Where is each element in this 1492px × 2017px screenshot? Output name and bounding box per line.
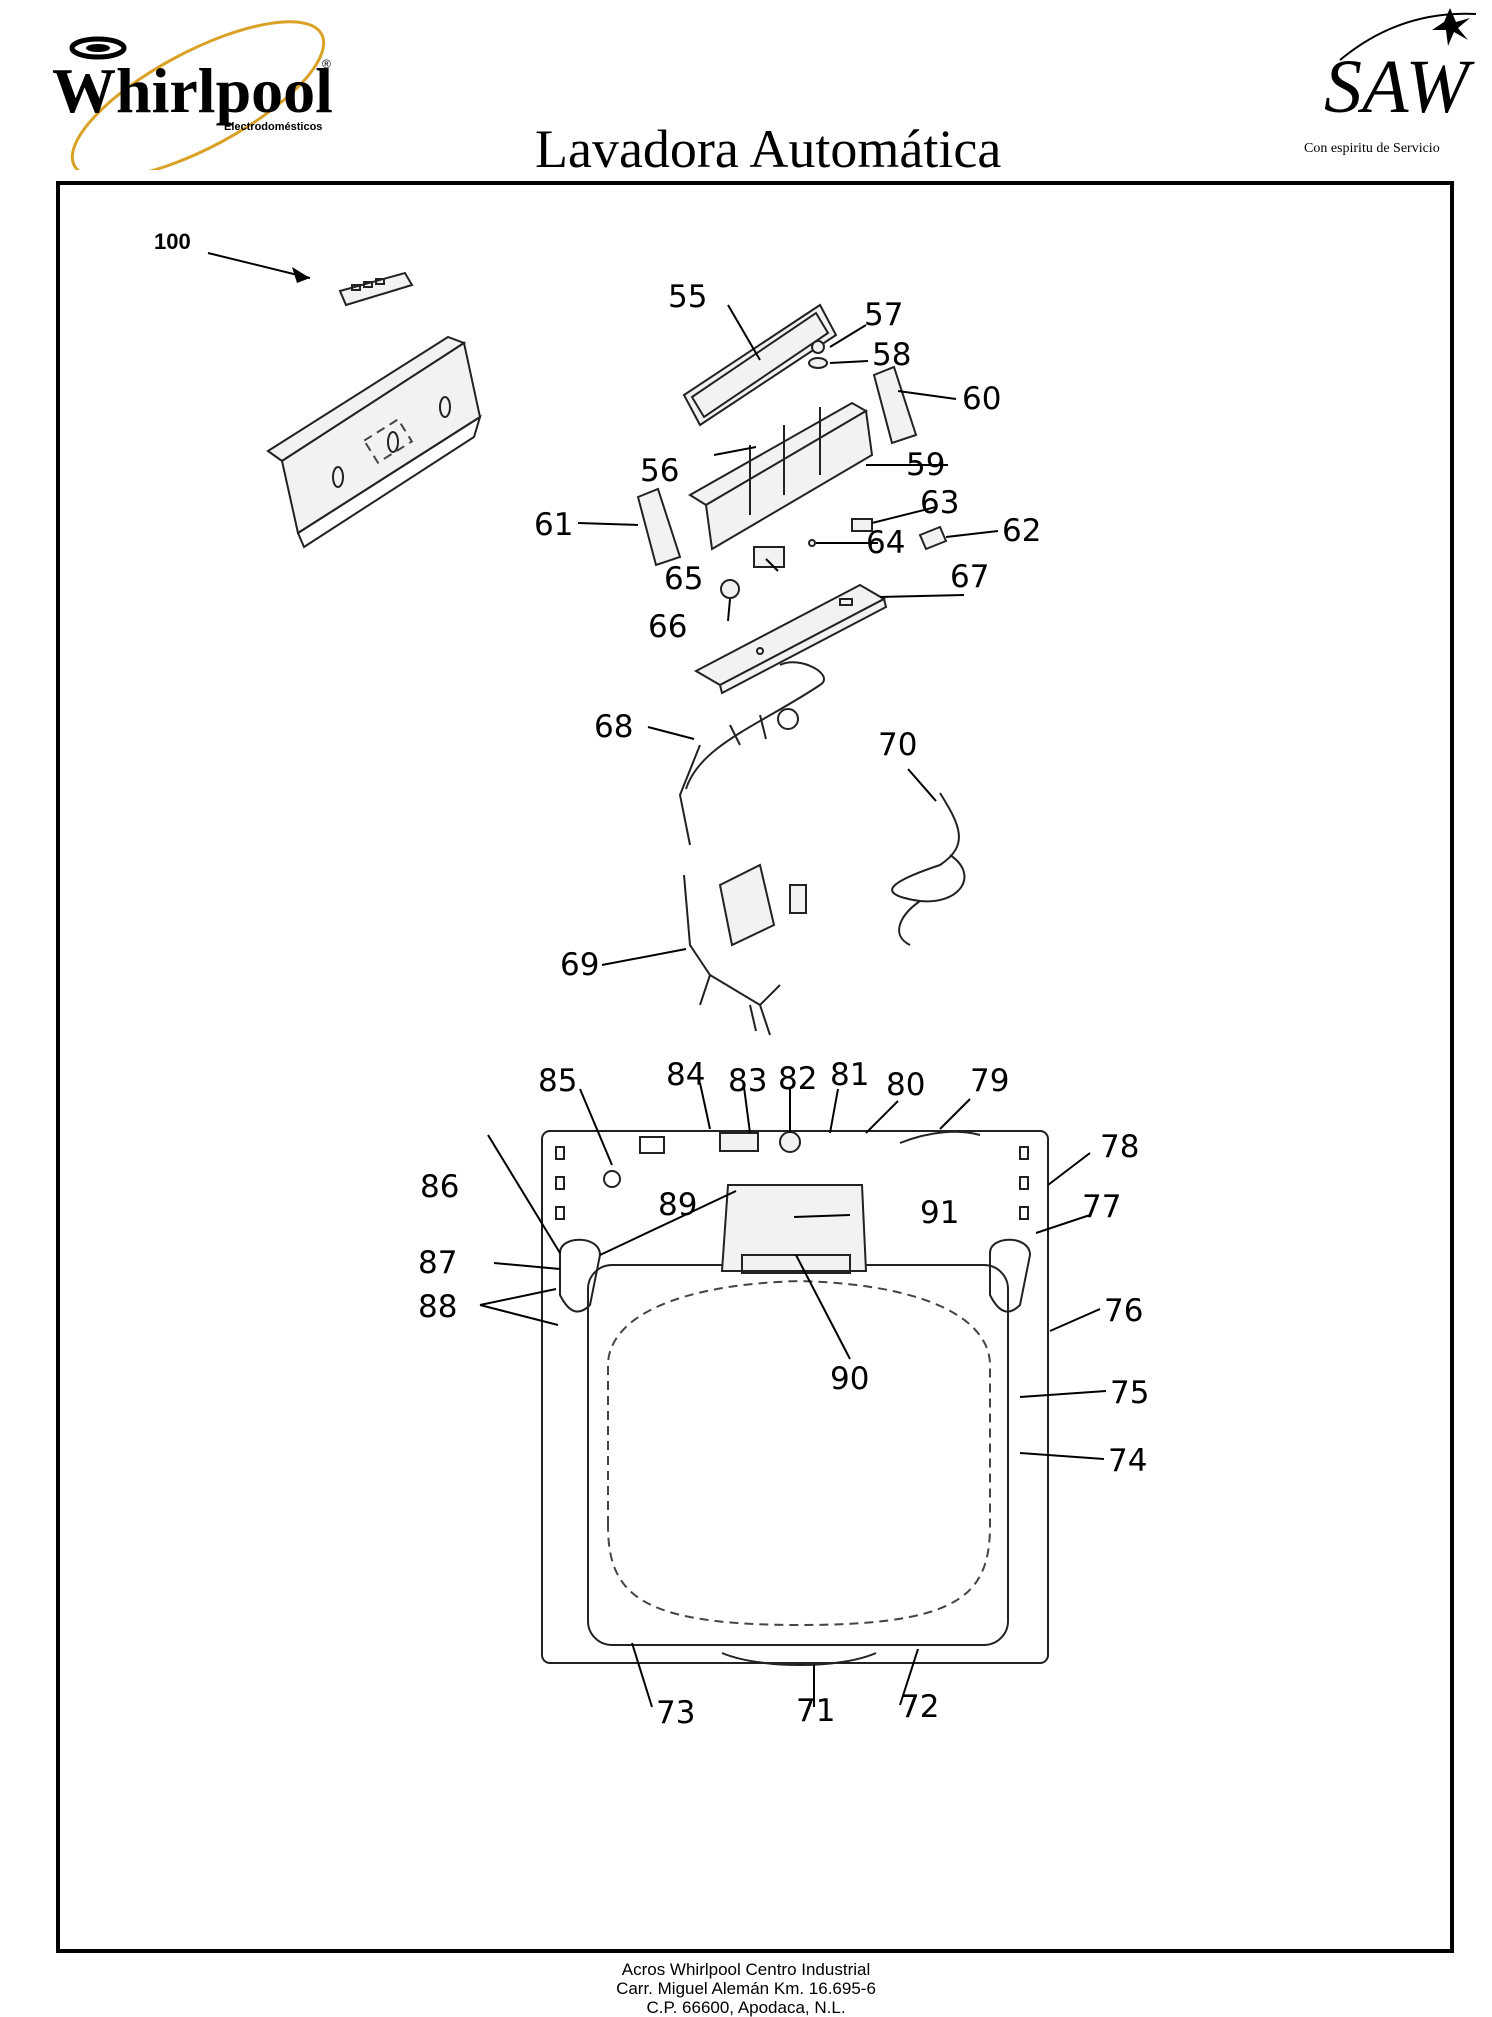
callout-66: 66 — [648, 609, 687, 645]
saw-wordmark: SAW — [1324, 45, 1476, 129]
callout-labels: 100 55 56 57 58 59 60 61 62 63 64 65 66 … — [154, 229, 1149, 1731]
end-cap-right-part — [872, 365, 918, 445]
callout-85: 85 — [538, 1063, 577, 1099]
callout-91: 91 — [920, 1195, 959, 1231]
control-plate-part — [682, 303, 838, 427]
callout-81: 81 — [830, 1057, 869, 1093]
callout-72: 72 — [900, 1689, 939, 1725]
footer-line-3: C.P. 66600, Apodaca, N.L. — [646, 1998, 846, 2017]
callout-82: 82 — [778, 1061, 817, 1097]
backguard-part — [688, 401, 874, 551]
page-title: Lavadora Automática — [535, 119, 1002, 179]
callout-58: 58 — [872, 337, 911, 373]
callout-90: 90 — [830, 1361, 869, 1397]
callout-68: 68 — [594, 709, 633, 745]
whirlpool-subtitle: Electrodomésticos — [224, 121, 322, 133]
callout-67: 67 — [950, 559, 989, 595]
callout-78: 78 — [1100, 1129, 1139, 1165]
callout-87: 87 — [418, 1245, 457, 1281]
callout-88: 88 — [418, 1289, 457, 1325]
wire-harness-69-part — [683, 874, 781, 1036]
junction-box-part — [718, 863, 776, 947]
footer-address: Acros Whirlpool Centro Industrial Carr. … — [0, 1960, 1492, 2017]
callout-76: 76 — [1104, 1293, 1143, 1329]
callout-71: 71 — [796, 1693, 835, 1729]
callout-62: 62 — [1002, 513, 1041, 549]
callout-69: 69 — [560, 947, 599, 983]
knob-part — [808, 340, 828, 369]
callout-100: 100 — [154, 229, 191, 254]
diagram-frame — [56, 181, 1454, 1953]
callout-63: 63 — [920, 485, 959, 521]
saw-logo: SAW Con espiritu de Servicio — [1304, 8, 1477, 156]
leader-lines — [479, 304, 1107, 1708]
footer-line-2: Carr. Miguel Alemán Km. 16.695-6 — [616, 1979, 876, 1998]
callout-56: 56 — [640, 453, 679, 489]
callout-74: 74 — [1108, 1443, 1147, 1479]
callout-75: 75 — [1110, 1375, 1149, 1411]
callout-77: 77 — [1082, 1189, 1121, 1225]
top-cover-part — [541, 1130, 1049, 1666]
callout-65: 65 — [664, 561, 703, 597]
model-badge-part — [338, 271, 414, 307]
callout-61: 61 — [534, 507, 573, 543]
knob-66-part — [720, 579, 740, 599]
registered-mark: ® — [322, 57, 331, 71]
whirlpool-logo: Whirlpool ® Electrodomésticos — [52, 20, 333, 170]
callout-70: 70 — [878, 727, 917, 763]
clip-62-part — [918, 525, 948, 551]
arrow-icon — [292, 267, 310, 283]
callout-80: 80 — [886, 1067, 925, 1103]
wire-harness-68-part — [678, 661, 825, 846]
leader-100 — [207, 252, 311, 279]
callout-79: 79 — [970, 1063, 1009, 1099]
switch-65-part — [753, 546, 785, 568]
callout-84: 84 — [666, 1057, 705, 1093]
switch-63-part — [851, 518, 873, 532]
callout-83: 83 — [728, 1063, 767, 1099]
power-cord-part — [891, 792, 966, 946]
callout-86: 86 — [420, 1169, 459, 1205]
callout-57: 57 — [864, 297, 903, 333]
callout-89: 89 — [658, 1187, 697, 1223]
callout-59: 59 — [906, 447, 945, 483]
saw-tagline: Con espiritu de Servicio — [1304, 141, 1440, 156]
star-icon — [1432, 8, 1470, 46]
callout-64: 64 — [866, 525, 905, 561]
callout-55: 55 — [668, 279, 707, 315]
exploded-parts-diagram: 100 55 56 57 58 59 60 61 62 63 64 65 66 … — [154, 229, 1149, 1731]
whirlpool-wordmark: Whirlpool — [52, 55, 333, 126]
end-cap-left-part — [636, 487, 682, 567]
screw-64-part — [808, 539, 816, 547]
callout-60: 60 — [962, 381, 1001, 417]
footer-line-1: Acros Whirlpool Centro Industrial — [621, 1960, 871, 1979]
console-panel-part — [266, 335, 482, 549]
bracket-plate-part — [693, 583, 888, 695]
callout-73: 73 — [656, 1695, 695, 1731]
